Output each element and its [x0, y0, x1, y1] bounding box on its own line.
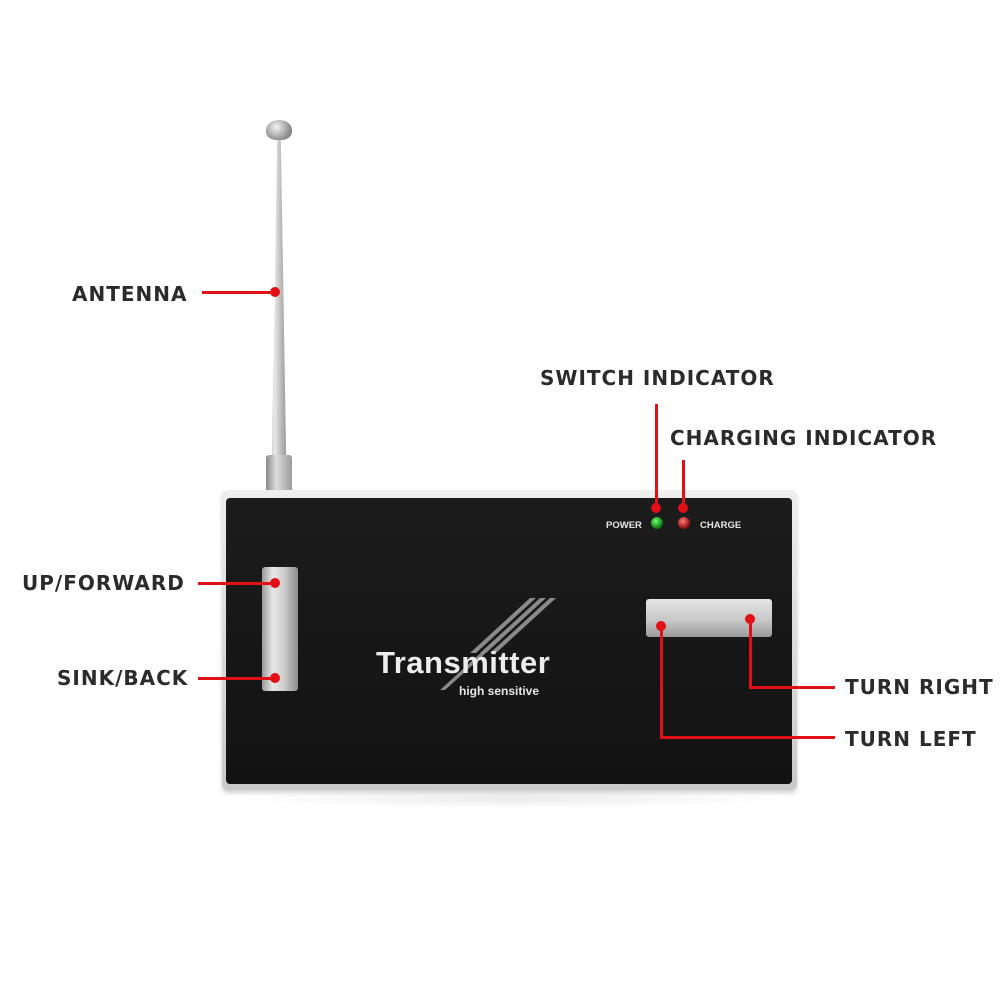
- power-led: [651, 517, 663, 529]
- sink-back-label: SINK/BACK: [57, 666, 189, 690]
- switch-indicator-callout-line: [655, 404, 658, 510]
- antenna-base: [266, 455, 292, 495]
- charging-indicator-callout-dot: [678, 503, 688, 513]
- power-label: POWER: [606, 520, 642, 531]
- charge-led: [678, 517, 690, 529]
- antenna-label: ANTENNA: [72, 282, 188, 306]
- charging-indicator-callout-line: [682, 460, 685, 510]
- charge-label: CHARGE: [700, 520, 742, 531]
- up-forward-label: UP/FORWARD: [22, 571, 185, 595]
- up-forward-callout-line: [198, 582, 276, 585]
- brand-name: Transmitter: [376, 645, 551, 680]
- switch-indicator-callout-dot: [651, 503, 661, 513]
- brand-tagline: high sensitive: [459, 684, 540, 698]
- turn-left-callout-horizontal: [660, 736, 835, 739]
- switch-indicator-label: SWITCH INDICATOR: [540, 366, 775, 390]
- antenna-tip: [266, 120, 292, 140]
- turn-left-callout-vertical: [660, 626, 663, 739]
- charging-indicator-label: CHARGING INDICATOR: [670, 426, 938, 450]
- turn-right-callout-horizontal: [749, 686, 835, 689]
- antenna-callout-dot: [270, 287, 280, 297]
- device-shadow: [240, 790, 785, 808]
- turn-right-label: TURN RIGHT: [845, 675, 994, 699]
- turn-left-label: TURN LEFT: [845, 727, 977, 751]
- up-forward-callout-dot: [270, 578, 280, 588]
- sink-back-callout-line: [198, 677, 276, 680]
- antenna-callout-line: [202, 291, 274, 294]
- turn-right-callout-vertical: [749, 619, 752, 689]
- sink-back-callout-dot: [270, 673, 280, 683]
- up-sink-rocker-button[interactable]: [262, 567, 298, 691]
